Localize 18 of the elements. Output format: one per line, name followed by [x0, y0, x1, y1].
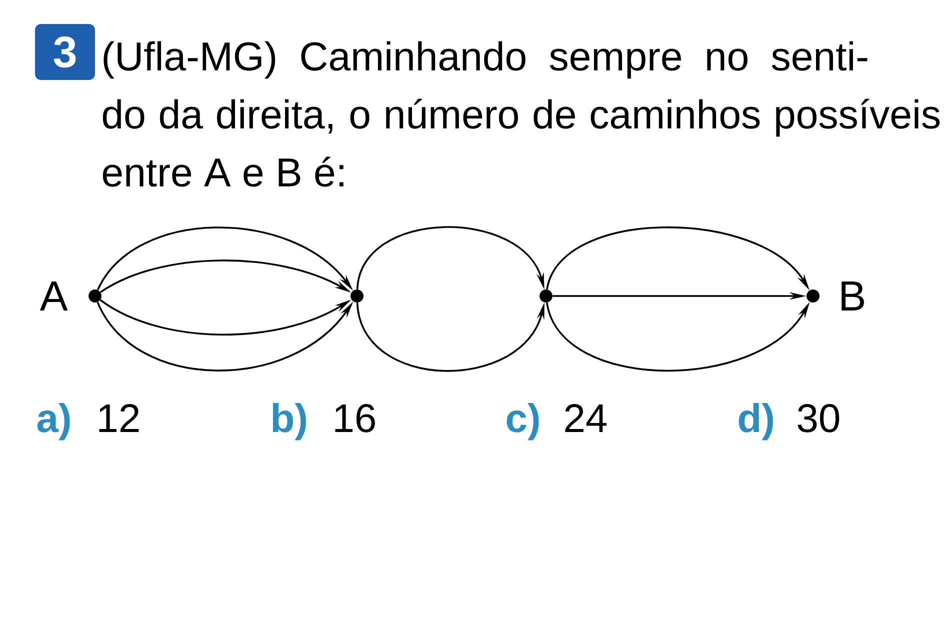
- dot: [350, 290, 364, 302]
- answer-letter: b): [272, 403, 306, 440]
- answer-value: 30: [798, 404, 840, 432]
- arrow: [356, 302, 544, 372]
- dot: [88, 290, 102, 302]
- point-label: B: [842, 282, 864, 310]
- answer-letter: a): [37, 403, 70, 440]
- answer-value: 12: [99, 404, 139, 432]
- number-badge: 3: [35, 24, 95, 80]
- arrow: [356, 226, 544, 290]
- dot: [806, 290, 820, 302]
- answer-value: 24: [565, 404, 607, 432]
- answer-letter: c): [506, 403, 539, 440]
- point-label: A: [40, 282, 68, 310]
- answer-letter: d): [738, 403, 773, 440]
- answer-value: 16: [335, 404, 375, 432]
- dot: [540, 290, 552, 302]
- question-text: (Ufla-MG) Caminhando sempre no senti- do da direita, o número de caminhos possíveis entre A e B é:: [102, 41, 940, 187]
